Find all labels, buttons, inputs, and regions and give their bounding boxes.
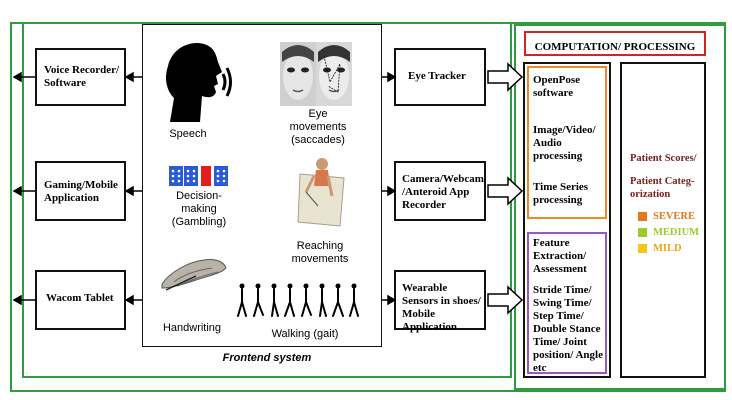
frontend-to-devices-arrows: [382, 71, 396, 306]
severity-legend: SEVERE MEDIUM MILD: [638, 211, 704, 254]
wacom-tablet-box: Wacom Tablet: [35, 270, 126, 330]
severe-label: SEVERE: [653, 211, 696, 222]
frontend-system-box: [142, 24, 382, 347]
time-series-label: Time Series processing: [533, 181, 589, 206]
computation-title: COMPUTATION/ PROCESSING: [534, 41, 696, 53]
handwriting-hand-icon: [161, 259, 227, 291]
legend-severe: SEVERE: [638, 211, 704, 222]
face-saccade-icon: [280, 42, 352, 106]
voice-recorder-box: Voice Recorder/ Software: [35, 48, 126, 106]
wacom-tablet-label: Wacom Tablet: [46, 292, 114, 304]
computation-green-frame: [514, 24, 726, 390]
voice-recorder-label: Voice Recorder/ Software: [44, 64, 120, 89]
openpose-label: OpenPose software: [533, 74, 581, 99]
frontend-system-label: Frontend system: [222, 352, 312, 364]
devices-to-computation-arrows: [487, 62, 524, 315]
image-video-label: Image/Video/ Audio processing: [533, 124, 596, 162]
handwriting-caption: Handwriting: [162, 322, 222, 334]
walking-gait-icon: [237, 283, 359, 317]
eye-movements-caption: Eye movements (saccades): [289, 108, 347, 146]
gaming-app-label: Gaming/Mobile Application: [44, 179, 118, 204]
reaching-movements-caption: Reaching movements: [291, 240, 349, 265]
mild-swatch: [638, 244, 647, 253]
patient-categorization-label: Patient Categ- orization: [630, 176, 695, 200]
gait-params-label: Stride Time/ Swing Time/ Step Time/ Doub…: [533, 284, 603, 374]
patient-scores-label: Patient Scores/: [630, 153, 697, 164]
processing-orange-box: OpenPose software Image/Video/ Audio pro…: [527, 66, 607, 219]
walking-caption: Walking (gait): [271, 328, 339, 340]
frontend-to-outputs-arrows: [126, 71, 142, 306]
medium-swatch: [638, 228, 647, 237]
speaking-head-icon: [166, 42, 232, 122]
reaching-person-icon: [297, 158, 345, 227]
wearable-sensors-box: Wearable Sensors in shoes/ Mobile Applic…: [394, 270, 486, 333]
feature-purple-box: Feature Extraction/ Assessment Stride Ti…: [527, 232, 607, 374]
mild-label: MILD: [653, 243, 682, 254]
gambling-cards-icon: [169, 166, 228, 186]
gaming-app-box: Gaming/Mobile Application: [35, 161, 126, 221]
severe-swatch: [638, 212, 647, 221]
wearable-sensors-label: Wearable Sensors in shoes/ Mobile Applic…: [402, 282, 481, 333]
eye-tracker-box: Eye Tracker: [394, 48, 486, 106]
camera-box: Camera/Webcam /Anteroid App Recorder: [394, 161, 486, 221]
medium-label: MEDIUM: [653, 227, 700, 238]
outputs-to-frame-arrows: [12, 71, 35, 306]
feature-extraction-label: Feature Extraction/ Assessment: [533, 237, 587, 275]
speech-caption: Speech: [169, 128, 207, 140]
legend-medium: MEDIUM: [638, 227, 704, 238]
legend-mild: MILD: [638, 243, 704, 254]
decision-making-caption: Decision-making (Gambling): [171, 190, 227, 228]
camera-label: Camera/Webcam /Anteroid App Recorder: [402, 173, 484, 211]
processing-column-box: [523, 62, 611, 378]
computation-title-box: COMPUTATION/ PROCESSING: [524, 31, 706, 56]
patient-box: Patient Scores/ Patient Categ- orization…: [620, 62, 706, 378]
eye-tracker-label: Eye Tracker: [408, 70, 466, 82]
